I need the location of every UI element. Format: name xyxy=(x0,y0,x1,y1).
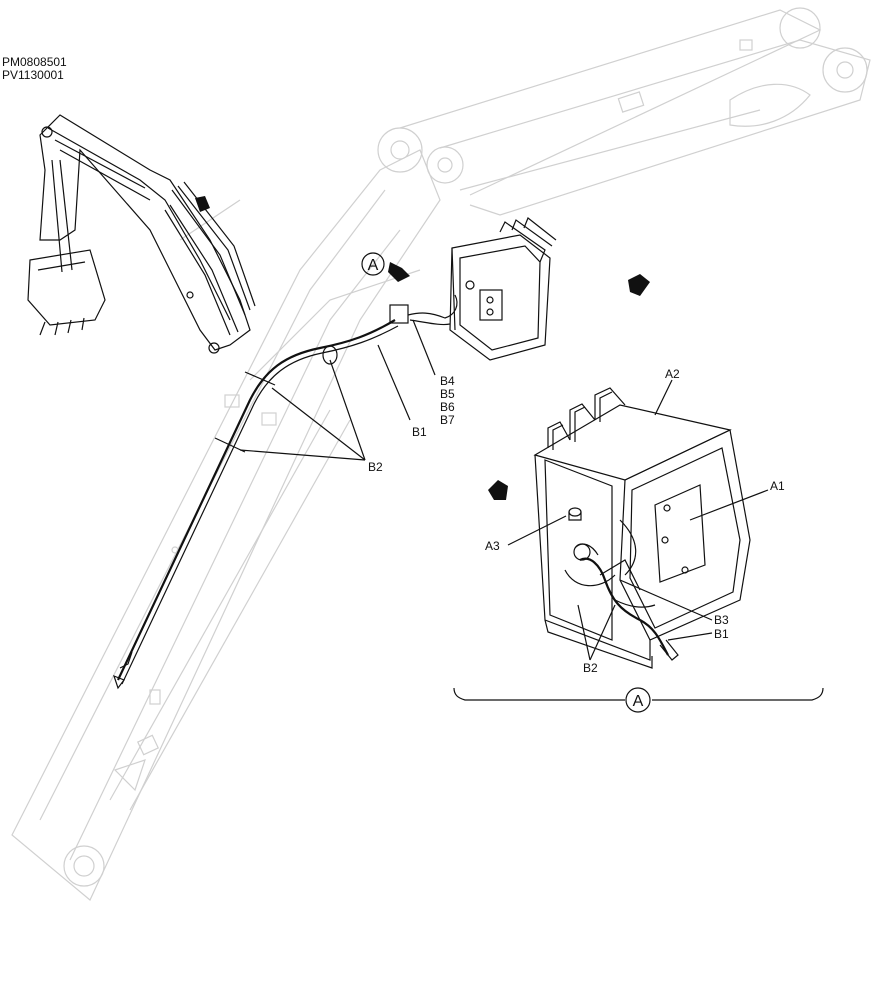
doc-ref-2: PV1130001 xyxy=(2,68,64,82)
label-b2-main: B2 xyxy=(368,460,383,474)
doc-ref-1: PM0808501 xyxy=(2,55,67,69)
arrow-pointer-left xyxy=(488,480,508,500)
detail-marker-a-bottom: A xyxy=(633,693,644,710)
detail-marker-a: A xyxy=(361,252,385,276)
label-b3: B3 xyxy=(714,613,729,627)
svg-text:A: A xyxy=(368,257,379,274)
label-a1: A1 xyxy=(770,479,785,493)
label-a3: A3 xyxy=(485,539,500,553)
label-b7: B7 xyxy=(440,413,455,427)
arrow-pointer-right xyxy=(628,274,650,296)
label-b2-detail: B2 xyxy=(583,661,598,675)
label-b4: B4 xyxy=(440,374,455,388)
label-b1-detail: B1 xyxy=(714,627,729,641)
leader-lines-detail xyxy=(507,379,769,661)
wire-harness-route xyxy=(113,294,458,690)
boom-ghost-outline xyxy=(11,7,871,901)
control-box-main xyxy=(449,217,557,361)
detail-bracket: A xyxy=(453,687,824,713)
label-a2: A2 xyxy=(665,367,680,381)
label-b1-main: B1 xyxy=(412,425,427,439)
arrow-pointer-main xyxy=(388,262,410,282)
label-b6: B6 xyxy=(440,400,455,414)
leader-lines-main xyxy=(239,319,436,461)
excavator-arm-thumbnail xyxy=(27,114,256,354)
label-b5: B5 xyxy=(440,387,455,401)
